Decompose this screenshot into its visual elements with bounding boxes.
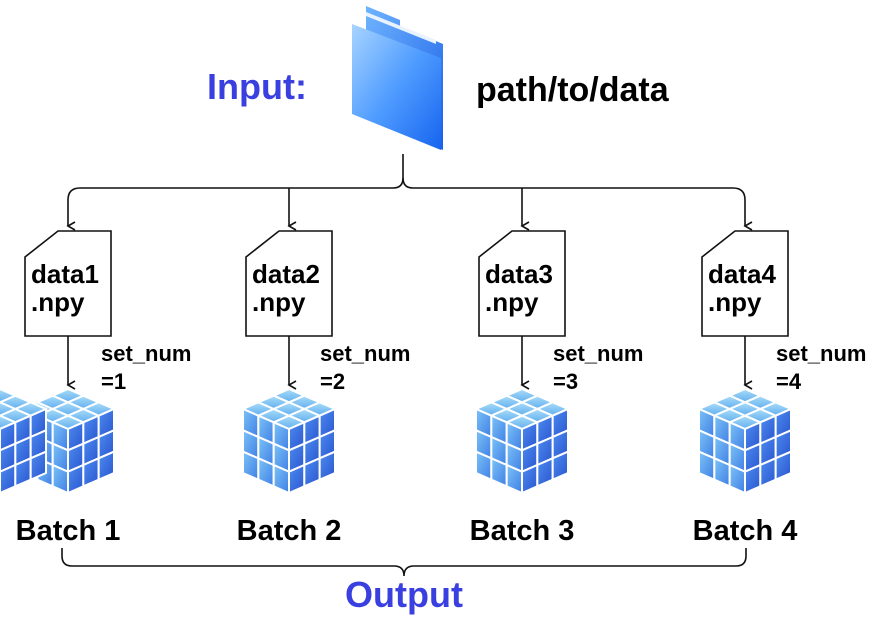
branch-3: data3 .npy set_num =3 Batch 3 [470,230,643,547]
npy-file-icon [478,230,566,337]
set-num-label: set_num [776,341,866,366]
input-label: Input: [207,66,307,107]
output-label: Output [345,574,463,615]
file-extension: .npy [485,287,539,317]
file-extension: .npy [252,287,306,317]
file-extension: .npy [31,287,85,317]
set-num-label: set_num [553,341,643,366]
set-num-value: =3 [553,369,578,394]
input-path: path/to/data [476,71,670,109]
npy-file-icon [24,230,112,337]
set-num-label: set_num [320,341,410,366]
file-name: data4 [708,259,776,289]
set-num-value: =4 [776,369,802,394]
folder-icon [352,6,443,150]
npy-file-icon [701,230,789,337]
batch-label: Batch 1 [16,515,121,547]
file-extension: .npy [708,287,762,317]
file-name: data3 [485,259,553,289]
batch-cube-icon [242,388,336,494]
output-brace [61,548,747,577]
batch-label: Batch 2 [237,515,342,547]
file-name: data2 [252,259,320,289]
set-num-value: =2 [320,369,345,394]
batch-cube-icon [698,388,792,494]
batch-cube-icon [475,388,569,494]
npy-file-icon [245,230,333,337]
cube-template [0,387,49,495]
branch-1: data1 .npy set_num =1 Batch 1 [16,230,191,547]
split-brace [66,154,753,231]
batch-label: Batch 3 [470,515,575,547]
set-num-label: set_num [101,341,191,366]
set-num-value: =1 [101,369,126,394]
batch-label: Batch 4 [693,515,798,547]
branch-4: data4 .npy set_num =4 Batch 4 [693,230,866,547]
branch-2: data2 .npy set_num =2 Batch 2 [237,230,410,547]
file-name: data1 [31,259,99,289]
